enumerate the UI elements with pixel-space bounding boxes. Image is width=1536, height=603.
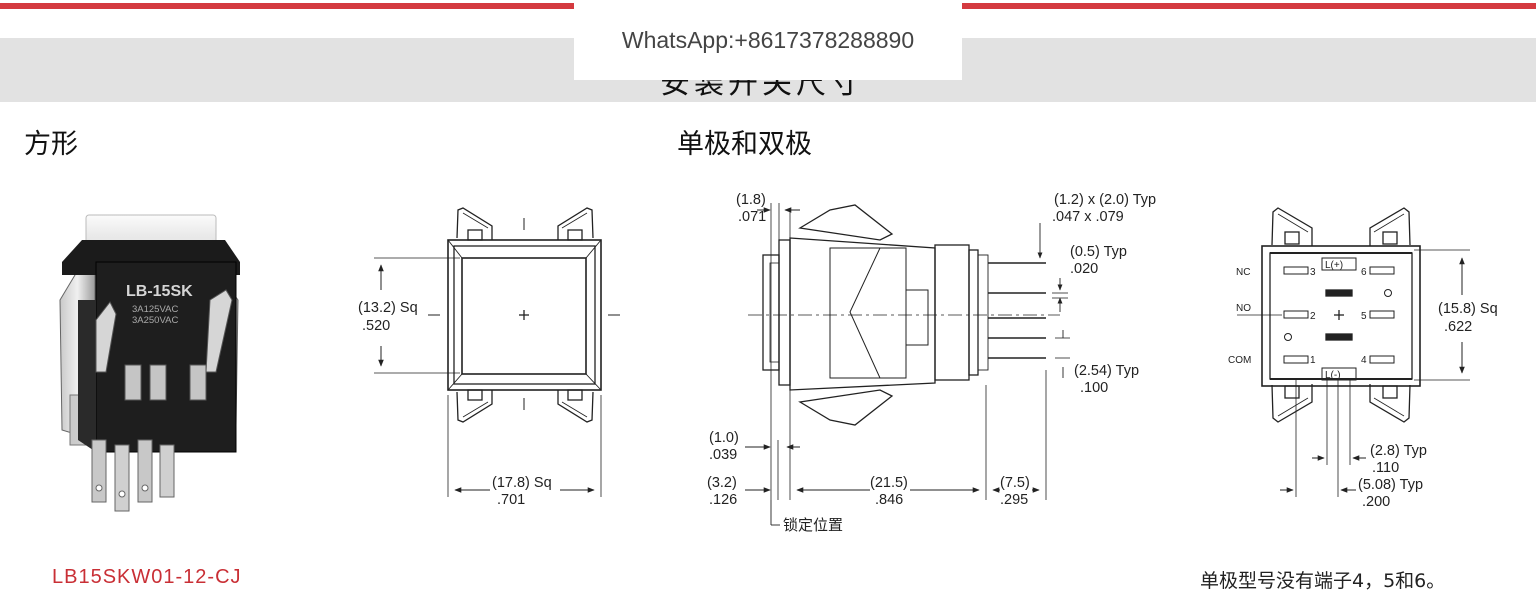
- dim-21-5-in: .846: [875, 492, 903, 508]
- dim-pin-thk-mm: (0.5) Typ: [1070, 244, 1127, 260]
- lamp-plus-label: L(+): [1325, 260, 1343, 271]
- top-red-line-right: [962, 3, 1536, 9]
- terminal-5: 5: [1361, 311, 1367, 322]
- terminal-2: 2: [1310, 311, 1316, 322]
- top-red-line-left: [0, 3, 574, 9]
- dim-pitch-in: .100: [1080, 380, 1108, 396]
- lamp-minus-label: L(-): [1325, 370, 1341, 381]
- product-photo: LB-15SK 3A125VAC 3A250VAC: [59, 214, 240, 512]
- dim-outer-mm: (17.8) Sq: [492, 475, 552, 491]
- lock-position-label: 锁定位置: [783, 516, 843, 534]
- dim-5-08-in: .200: [1362, 494, 1390, 510]
- dim-1-0-mm: (1.0): [709, 430, 739, 446]
- part-number: LB15SKW01-12-CJ: [52, 566, 242, 588]
- bottom-label-com: COM: [1228, 355, 1251, 366]
- dim-pin-size-in: .047 x .079: [1052, 209, 1124, 225]
- dim-pitch-mm: (2.54) Typ: [1074, 363, 1139, 379]
- dim-inner-mm: (13.2) Sq: [358, 300, 418, 316]
- photo-rating-2: 3A250VAC: [132, 315, 178, 326]
- terminal-4: 4: [1361, 355, 1367, 366]
- dim-3-2-mm: (3.2): [707, 475, 737, 491]
- dim-2-8-mm: (2.8) Typ: [1370, 443, 1427, 459]
- terminal-6: 6: [1361, 267, 1367, 278]
- bottom-label-nc: NC: [1236, 267, 1250, 278]
- dim-21-5-mm: (21.5): [870, 475, 908, 491]
- front-view: [374, 207, 620, 497]
- dim-7-5-in: .295: [1000, 492, 1028, 508]
- dim-7-5-mm: (7.5): [1000, 475, 1030, 491]
- photo-model-text: LB-15SK: [126, 283, 193, 300]
- photo-rating-1: 3A125VAC: [132, 304, 178, 315]
- section-title-square: 方形: [24, 129, 78, 160]
- dim-3-2-in: .126: [709, 492, 737, 508]
- dim-pin-size-mm: (1.2) x (2.0) Typ: [1054, 192, 1156, 208]
- dim-15-8-in: .622: [1444, 319, 1472, 335]
- dim-1-8-in: .071: [738, 209, 766, 225]
- watermark-text: WhatsApp:+8617378288890: [621, 26, 915, 53]
- dim-2-8-in: .110: [1372, 460, 1399, 476]
- watermark-box: WhatsApp:+8617378288890: [574, 0, 962, 80]
- terminal-3: 3: [1310, 267, 1316, 278]
- dim-15-8-mm: (15.8) Sq: [1438, 301, 1498, 317]
- dim-1-8-mm: (1.8): [736, 192, 766, 208]
- terminal-1: 1: [1310, 355, 1316, 366]
- single-pole-note: 单极型号没有端子4，5和6。: [1200, 570, 1446, 592]
- bottom-label-no: NO: [1236, 303, 1251, 314]
- dim-outer-in: .701: [497, 492, 525, 508]
- dim-inner-in: .520: [362, 318, 390, 334]
- section-title-poles: 单极和双极: [677, 129, 812, 160]
- dim-pin-thk-in: .020: [1070, 261, 1098, 277]
- bottom-view: [1237, 207, 1470, 497]
- dim-5-08-mm: (5.08) Typ: [1358, 477, 1423, 493]
- side-view: [745, 203, 1070, 526]
- dim-1-0-in: .039: [709, 447, 737, 463]
